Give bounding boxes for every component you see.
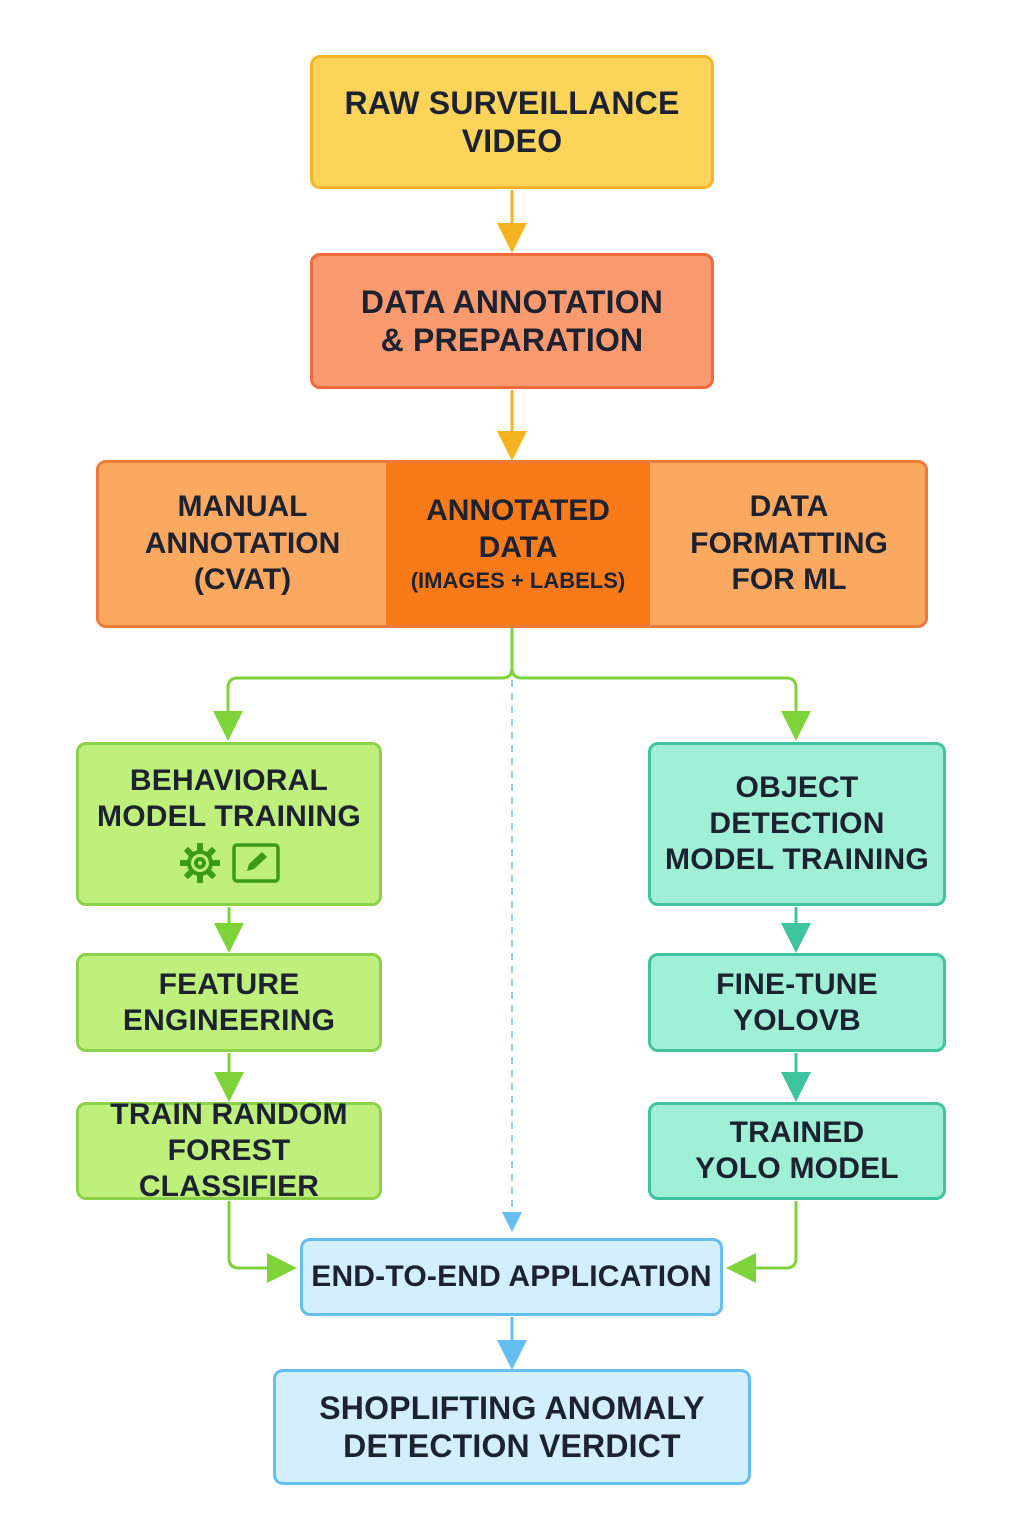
annotated-data-cell: ANNOTATED DATA (IMAGES + LABELS)	[386, 463, 650, 625]
random-forest-node: TRAIN RANDOM FOREST CLASSIFIER	[76, 1098, 382, 1203]
behavioral-model-training-node: BEHAVIORAL MODEL TRAINING	[76, 742, 382, 906]
annotation-band: MANUAL ANNOTATION (CVAT) ANNOTATED DATA …	[96, 460, 928, 628]
object-detection-label: OBJECT DETECTION MODEL TRAINING	[665, 771, 929, 876]
arrow-trained-to-e2e	[726, 1201, 798, 1283]
random-forest-label: TRAIN RANDOM FOREST CLASSIFIER	[110, 1098, 348, 1203]
verdict-label: SHOPLIFTING ANOMALY DETECTION VERDICT	[319, 1389, 705, 1464]
raw-surveillance-video-node: RAW SURVEILLANCE VIDEO	[310, 55, 714, 189]
pencil-icon	[232, 843, 280, 883]
annotated-data-sublabel: (IMAGES + LABELS)	[410, 568, 626, 594]
end-to-end-label: END-TO-END APPLICATION	[311, 1260, 712, 1293]
fine-tune-yolo-label: FINE-TUNE YOLOvB	[716, 967, 878, 1037]
trained-yolo-node: TRAINED YOLO MODEL	[648, 1102, 946, 1200]
manual-annotation-cell: MANUAL ANNOTATION (CVAT)	[99, 463, 386, 625]
detection-verdict-node: SHOPLIFTING ANOMALY DETECTION VERDICT	[273, 1369, 751, 1485]
behavioral-icons	[178, 841, 280, 885]
end-to-end-application-node: END-TO-END APPLICATION	[300, 1238, 723, 1316]
trained-yolo-label: TRAINED YOLO MODEL	[695, 1116, 899, 1185]
data-annotation-prep-node: DATA ANNOTATION & PREPARATION	[310, 253, 714, 389]
data-formatting-label: DATA FORMATTING FOR ML	[690, 490, 888, 597]
annotation-prep-label: DATA ANNOTATION & PREPARATION	[360, 283, 664, 358]
feature-engineering-label: FEATURE ENGINEERING	[122, 967, 336, 1037]
behavioral-training-label: BEHAVIORAL MODEL TRAINING	[97, 764, 361, 833]
arrow-rf-to-e2e	[227, 1201, 297, 1283]
fine-tune-yolo-node: FINE-TUNE YOLOvB	[648, 953, 946, 1052]
gear-icon	[180, 843, 220, 883]
split-connector	[213, 628, 514, 741]
object-detection-training-node: OBJECT DETECTION MODEL TRAINING	[648, 742, 946, 906]
split-connector-right	[510, 667, 811, 741]
feature-engineering-node: FEATURE ENGINEERING	[76, 953, 382, 1052]
data-formatting-cell: DATA FORMATTING FOR ML	[650, 463, 925, 625]
manual-annotation-label: MANUAL ANNOTATION (CVAT)	[144, 490, 341, 597]
raw-video-label: RAW SURVEILLANCE VIDEO	[344, 84, 680, 159]
annotated-data-label: ANNOTATED DATA	[426, 493, 610, 564]
